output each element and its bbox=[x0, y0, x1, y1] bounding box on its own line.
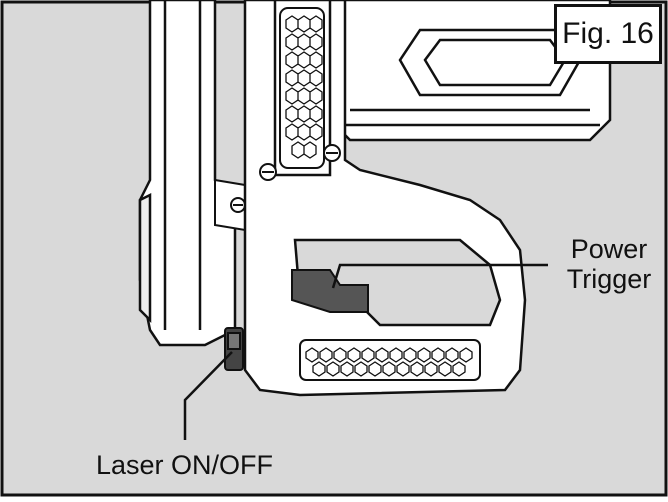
leader-lines bbox=[183, 263, 548, 440]
laser-switch-label: Laser ON/OFF bbox=[96, 450, 274, 480]
motor-housing bbox=[328, 0, 612, 142]
laser-switch bbox=[224, 327, 244, 371]
guard-bracket bbox=[214, 178, 246, 232]
screws bbox=[259, 144, 341, 181]
power-trigger-label-line1: Power bbox=[570, 234, 648, 264]
vent-top bbox=[279, 7, 325, 169]
blade-guard bbox=[138, 0, 237, 347]
power-trigger bbox=[291, 269, 369, 313]
power-trigger-label-line2: Trigger bbox=[566, 264, 652, 294]
figure-label: Fig. 16 bbox=[554, 4, 662, 64]
grip-vent bbox=[299, 339, 481, 381]
power-trigger-callout: Power Trigger bbox=[556, 234, 662, 294]
